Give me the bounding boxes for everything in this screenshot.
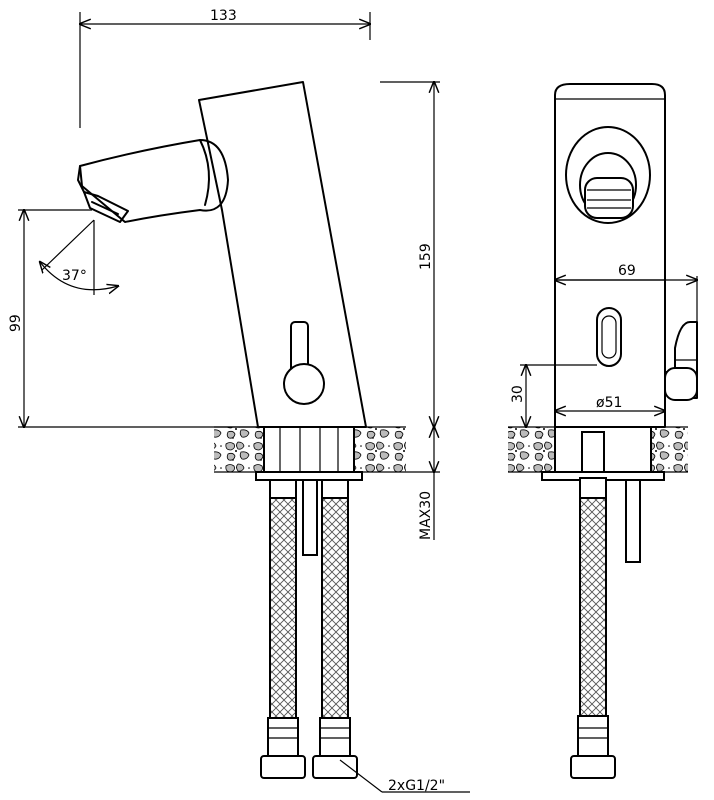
dim-width-label: 133 [210,8,237,24]
lever-knob [283,363,325,405]
side-elevation-view: 133 159 99 37° MAX30 2xG1/2" [8,8,470,794]
dim-diameter-label: ø51 [596,395,622,411]
sensor-window [596,307,622,367]
angle-label: 37° [62,268,87,284]
connection-label: 2xG1/2" [388,778,445,794]
dim-height-label: 159 [418,243,434,270]
front-elevation-view: 69 30 ø51 [508,83,697,779]
angle-arc [40,262,118,290]
dim-max-thickness-label: MAX30 [418,491,434,540]
dim-spout-height-label: 99 [8,314,24,332]
faucet-body [198,81,367,428]
dim-side-width-label: 69 [618,263,636,279]
aerator [83,191,129,223]
front-body [554,83,666,428]
mounting-block-left [263,426,355,473]
supply-hose-right [579,497,607,717]
dim-sensor-height-label: 30 [510,385,526,403]
supply-hoses-left [260,479,358,779]
spout [79,139,229,223]
